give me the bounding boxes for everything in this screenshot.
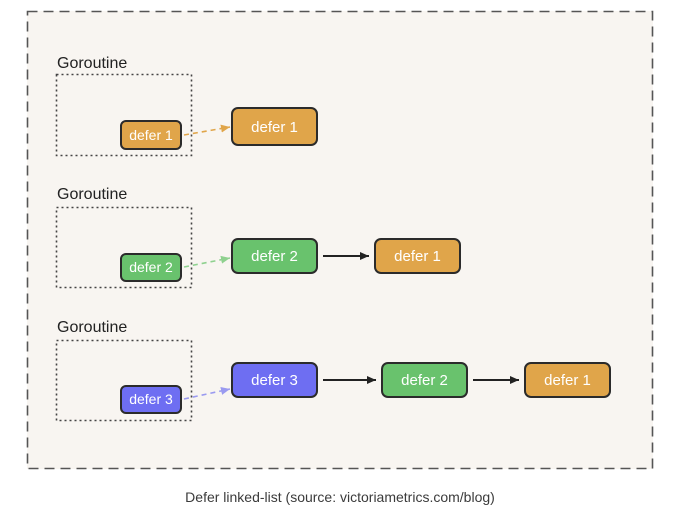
chain-node: defer 1: [231, 107, 318, 146]
local-defer-node: defer 3: [120, 385, 182, 414]
goroutine-row-1: Goroutine defer 1 defer 1: [55, 55, 318, 157]
dashed-pointer-arrow: [183, 124, 231, 136]
chain-node: defer 1: [524, 362, 611, 398]
dashed-pointer-arrow: [183, 255, 231, 268]
goroutine-label: Goroutine: [57, 319, 127, 336]
chain-node: defer 3: [231, 362, 318, 398]
node-label: defer 1: [251, 119, 298, 136]
chain-node: defer 2: [231, 238, 318, 274]
local-defer-node: defer 2: [120, 253, 182, 282]
node-label: defer 1: [129, 127, 173, 143]
goroutine-row-3: Goroutine defer 3 defer 3 defer 2 defer …: [55, 319, 611, 422]
chain-node: defer 2: [381, 362, 468, 398]
goroutine-box: [55, 73, 193, 157]
node-label: defer 2: [129, 259, 173, 275]
goroutine-row-2: Goroutine defer 2 defer 2 defer 1: [55, 186, 461, 289]
node-label: defer 1: [544, 372, 591, 389]
node-label: defer 1: [394, 248, 441, 265]
goroutine-label: Goroutine: [57, 186, 127, 203]
node-label: defer 3: [129, 391, 173, 407]
goroutine-box: [55, 206, 193, 289]
outer-frame: [26, 10, 654, 470]
node-label: defer 2: [401, 372, 448, 389]
node-label: defer 3: [251, 372, 298, 389]
node-label: defer 2: [251, 248, 298, 265]
defer-linked-list-diagram: Goroutine defer 1 defer 1 Goroutine defe…: [26, 10, 654, 470]
local-defer-node: defer 1: [120, 120, 182, 150]
figure-caption: Defer linked-list (source: victoriametri…: [185, 489, 495, 505]
goroutine-label: Goroutine: [57, 55, 127, 72]
goroutine-box: [55, 339, 193, 422]
dashed-pointer-arrow: [183, 387, 231, 400]
chain-node: defer 1: [374, 238, 461, 274]
